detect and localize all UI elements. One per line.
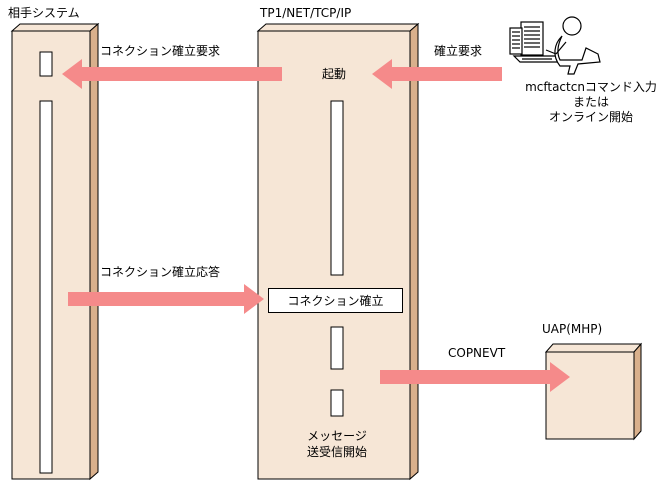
tp1-activity-2 — [330, 326, 344, 370]
confirm-request-label: 確立要求 — [434, 44, 483, 58]
conn-request-label: コネクション確立要求 — [100, 44, 221, 58]
remote-system-column — [10, 22, 100, 481]
arrow-conn-response — [68, 284, 264, 314]
conn-established-box: コネクション確立 — [268, 288, 403, 313]
tp1-activity-3 — [330, 389, 344, 417]
arrow-conn-request — [62, 59, 282, 89]
message-label-line1: メッセージ — [307, 429, 367, 443]
conn-response-label: コネクション確立応答 — [100, 265, 221, 279]
uap-label: UAP(MHP) — [542, 322, 603, 336]
online-start-label: オンライン開始 — [548, 110, 633, 124]
tp1-activity-1 — [330, 100, 344, 276]
person-icon — [545, 16, 601, 75]
command-input-label: mcftactcnコマンド入力 — [525, 80, 657, 94]
remote-activity-small — [39, 51, 53, 77]
arrow-confirm-request — [372, 59, 502, 89]
startup-label: 起動 — [322, 67, 347, 81]
copnevt-label: COPNEVT — [448, 346, 506, 360]
arrow-copnevt — [380, 362, 570, 392]
uap-box — [544, 342, 643, 441]
command-or-label: または — [572, 95, 609, 109]
remote-activity-long — [39, 100, 53, 474]
message-label-line2: 送受信開始 — [306, 445, 367, 459]
computer-icon — [509, 21, 564, 63]
remote-system-label: 相手システム — [8, 6, 80, 20]
tp1-stack-label: TP1/NET/TCP/IP — [260, 6, 352, 20]
tp1-column — [256, 22, 420, 481]
